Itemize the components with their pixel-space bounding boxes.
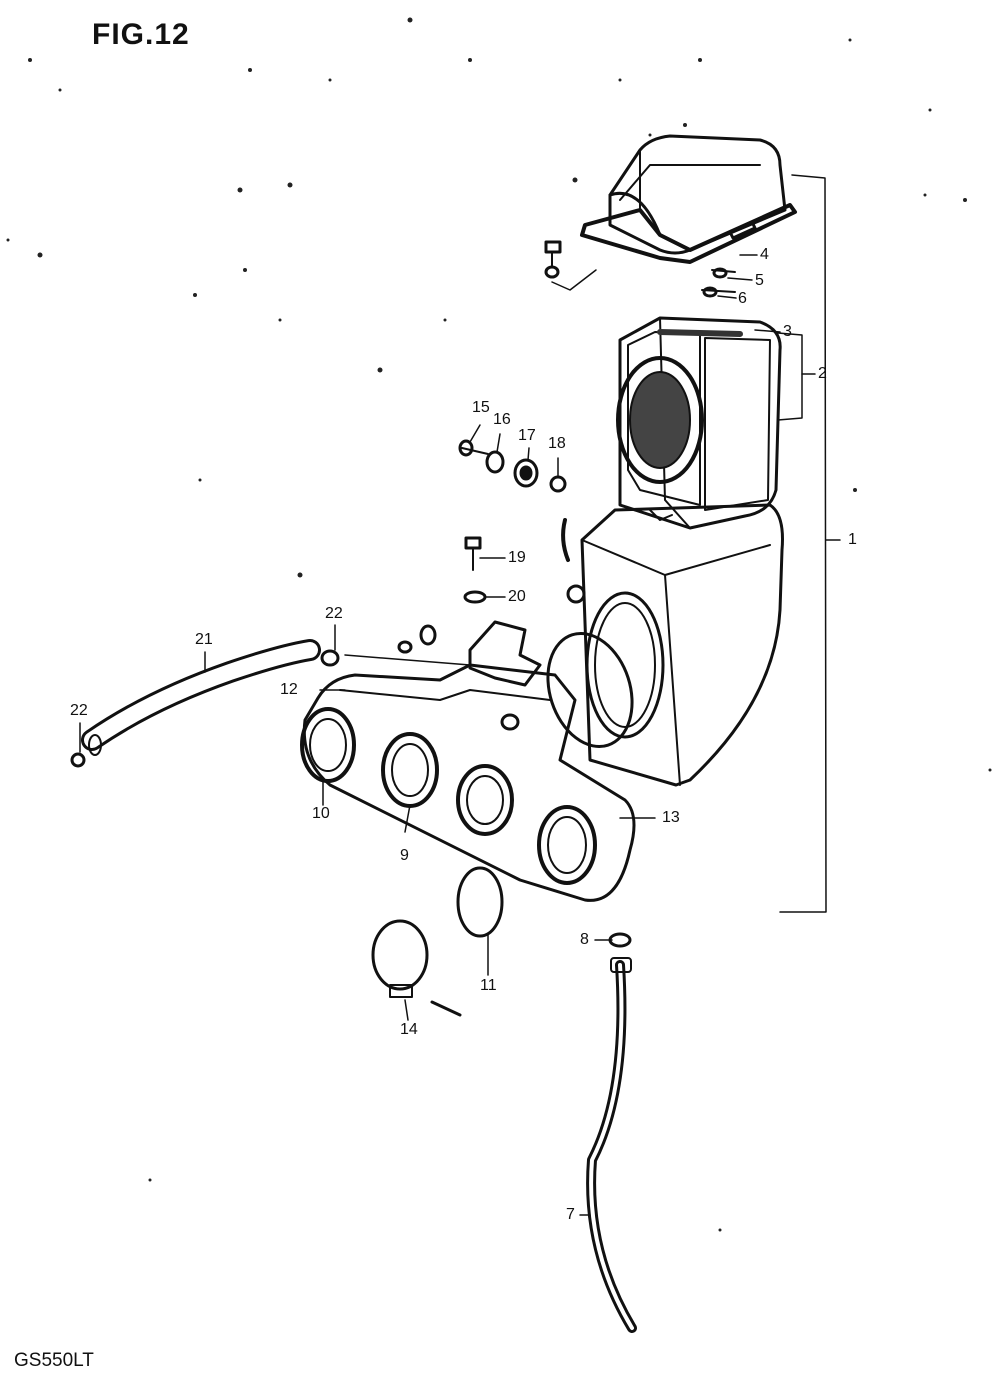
callout-1: 1 — [848, 531, 857, 548]
mounting-bracket — [397, 620, 542, 687]
callout-19: 19 — [508, 549, 526, 566]
callout-17: 17 — [518, 427, 536, 444]
figure-title: FIG.12 — [92, 18, 190, 51]
clamp-band — [456, 866, 504, 938]
callout-12: 12 — [280, 681, 298, 698]
cap-side-screw — [544, 240, 597, 291]
hardware-15-18 — [458, 439, 567, 493]
callout-22-left: 22 — [70, 702, 88, 719]
filter-element — [616, 316, 782, 530]
air-cleaner-case — [561, 503, 784, 787]
callout-22-right: 22 — [325, 605, 343, 622]
intake-duct — [300, 663, 636, 902]
callout-21: 21 — [195, 631, 213, 648]
clamp-screw-type — [371, 919, 462, 1017]
callout-5: 5 — [755, 272, 764, 289]
callout-2: 2 — [818, 365, 827, 382]
leader-lines — [79, 174, 841, 1216]
callout-9: 9 — [400, 847, 409, 864]
callout-16: 16 — [493, 411, 511, 428]
callout-11: 11 — [480, 977, 497, 994]
callout-8: 8 — [580, 931, 589, 948]
callout-3: 3 — [783, 323, 792, 340]
hose-clip-left — [70, 752, 86, 768]
print-speckle — [6, 17, 992, 1232]
cap-screw-set — [701, 220, 757, 298]
callout-15: 15 — [472, 399, 490, 416]
air-cleaner-cap — [580, 134, 797, 264]
case-seal-ring — [546, 631, 634, 749]
hose-clip-right — [320, 649, 340, 667]
callout-18: 18 — [548, 435, 566, 452]
breather-hose — [81, 639, 321, 756]
model-code: GS550LT — [14, 1350, 94, 1371]
drain-hose-clip — [608, 932, 632, 948]
callout-13: 13 — [662, 809, 680, 826]
callout-6: 6 — [738, 290, 747, 307]
hardware-19-20 — [463, 536, 586, 604]
callout-7: 7 — [566, 1206, 575, 1223]
callout-20: 20 — [508, 588, 526, 605]
drain-hose — [586, 957, 637, 1333]
callout-4: 4 — [760, 246, 769, 263]
callout-10: 10 — [312, 805, 330, 822]
callout-14: 14 — [400, 1021, 418, 1038]
